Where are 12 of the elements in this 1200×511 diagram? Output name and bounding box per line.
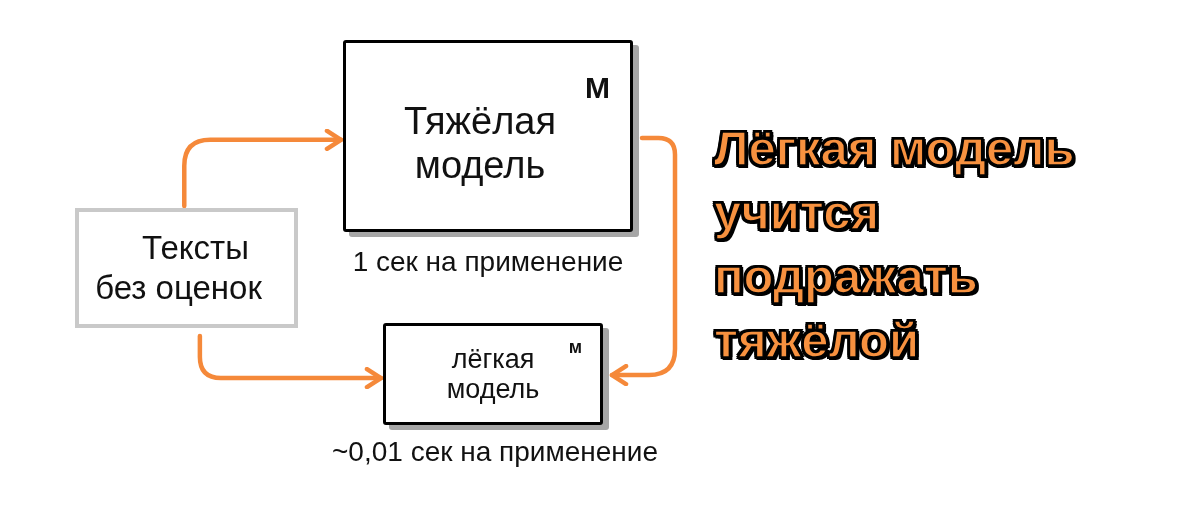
corner-letter: м — [568, 338, 582, 356]
headline-note: Лёгкая модель учится подражать тяжёлой — [714, 120, 1076, 369]
box-label: Тексты без оценок — [94, 228, 263, 308]
box-label: Тяжёлая модель — [402, 99, 558, 187]
box-label: лёгкая модель — [445, 344, 541, 404]
arrow — [182, 128, 344, 209]
arrow — [197, 333, 384, 390]
time-caption: ~0,01 сек на применение — [331, 435, 659, 469]
corner-letter: М — [585, 73, 610, 103]
arrow — [609, 135, 678, 387]
process-box — [75, 208, 298, 328]
time-caption: 1 сек на применение — [351, 245, 625, 279]
